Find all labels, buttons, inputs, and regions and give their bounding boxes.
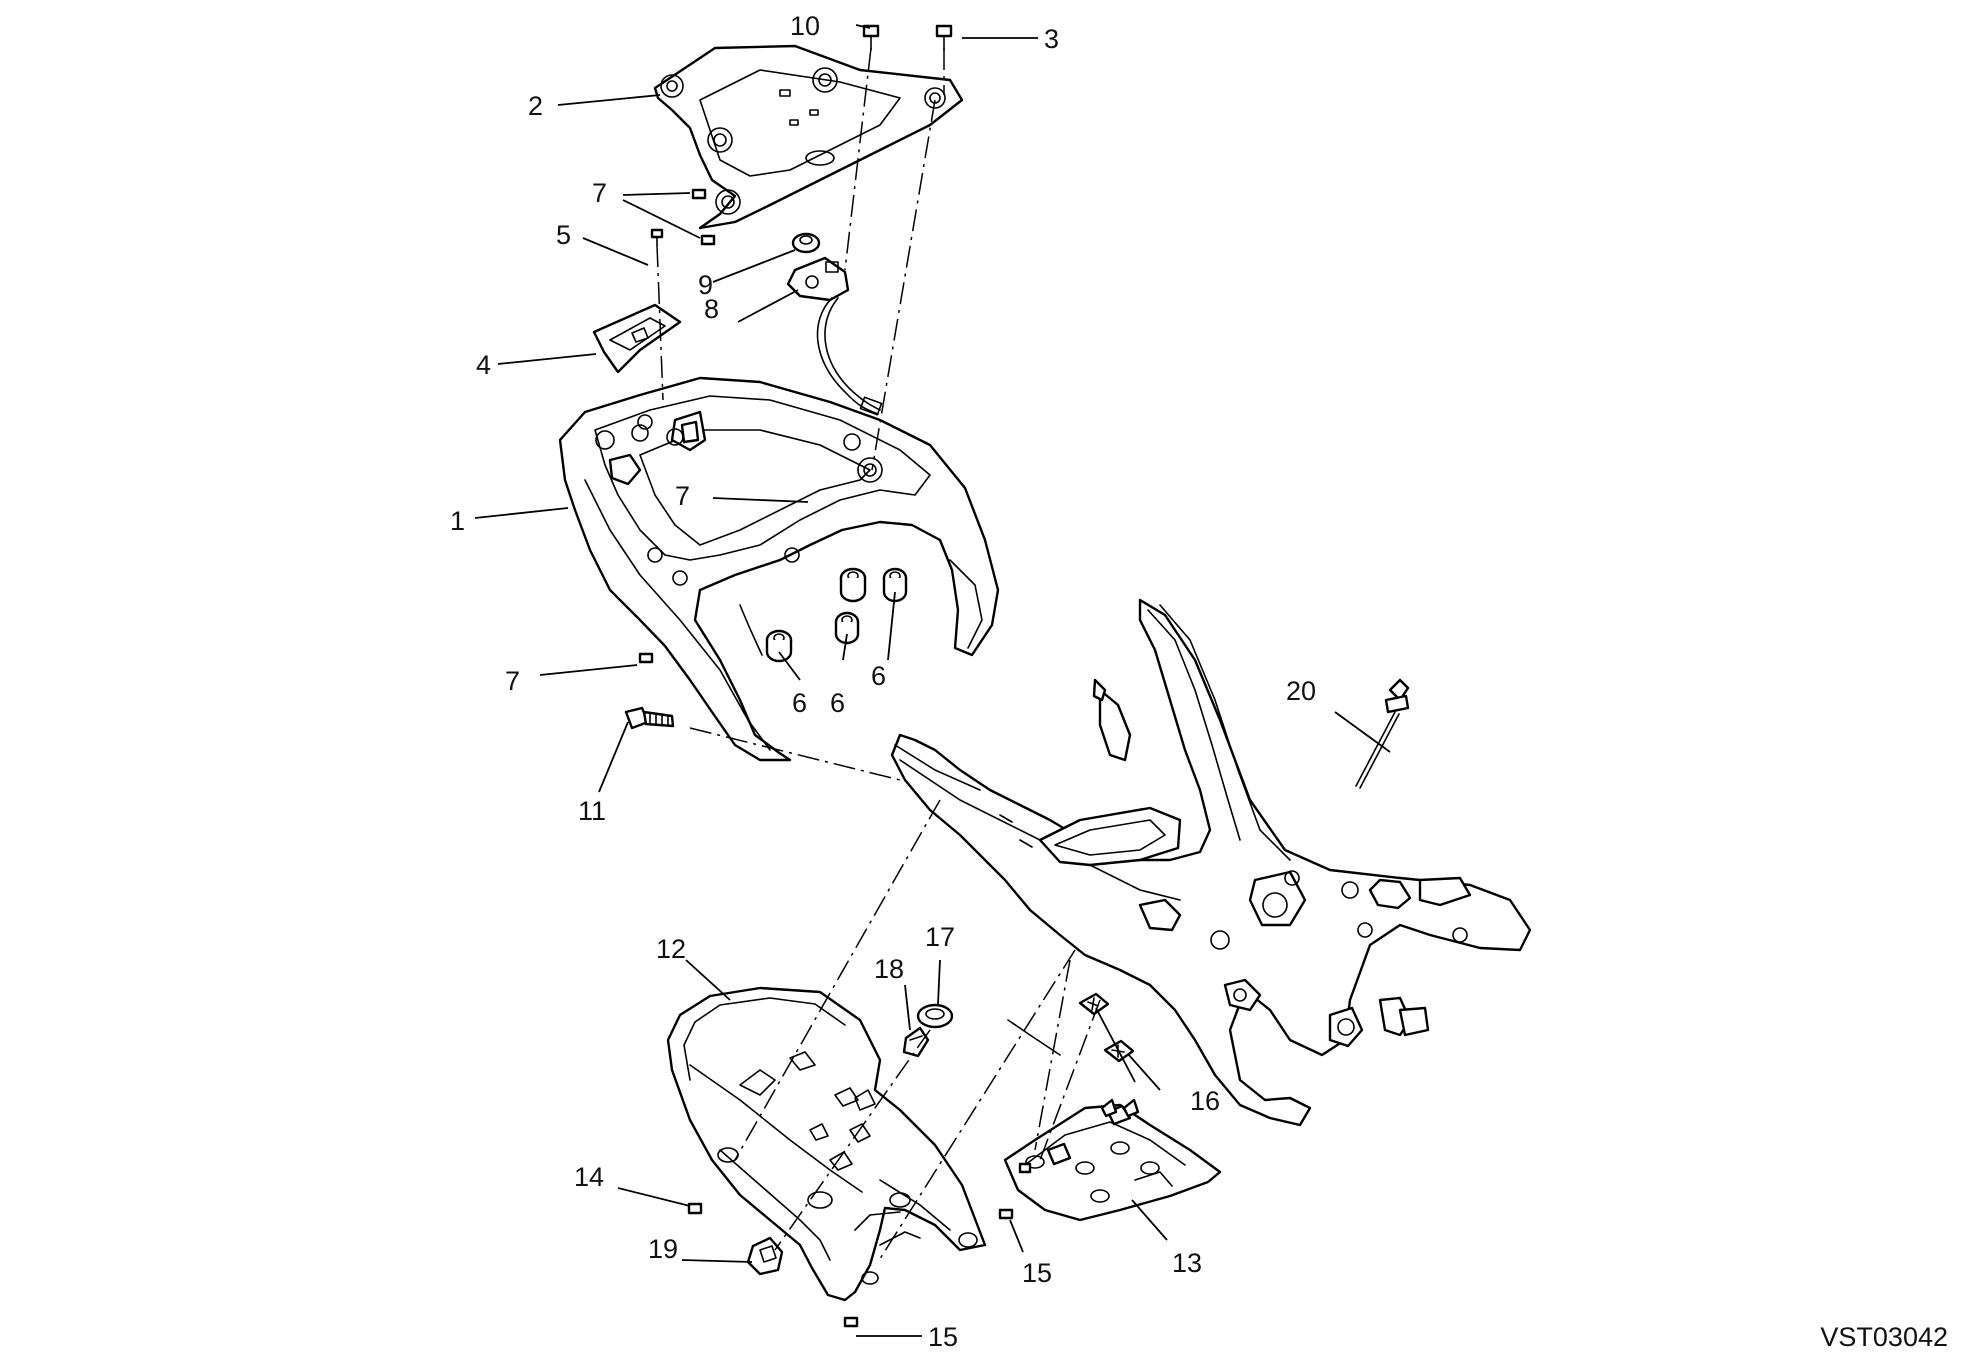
callout-7a: 7 [592,178,607,208]
callout-7b: 7 [675,481,690,511]
callout-15b: 15 [928,1322,958,1352]
callout-16: 16 [1190,1086,1220,1116]
part-6-rubber-bushes [765,567,908,663]
callout-8: 8 [704,294,719,324]
leader-lines [474,24,1391,1337]
callout-1: 1 [450,506,465,536]
assembly-axes [656,47,1101,1263]
callout-20: 20 [1286,676,1316,706]
callout-5: 5 [556,220,571,250]
callout-13: 13 [1172,1248,1202,1278]
callout-6a: 6 [792,688,807,718]
part-2-luggage-plate [653,44,964,230]
callout-11: 11 [578,796,606,826]
drawing-code: VST03042 [1820,1322,1948,1352]
callout-17: 17 [925,922,955,952]
part-1-rear-subframe [558,376,1000,762]
callout-2: 2 [528,91,543,121]
callout-6b: 6 [830,688,845,718]
callout-15a: 15 [1022,1258,1052,1288]
callout-9: 9 [698,270,713,300]
callout-14: 14 [574,1162,604,1192]
callout-12: 12 [656,934,686,964]
callout-7c: 7 [505,666,520,696]
callout-4: 4 [476,350,491,380]
fasteners-lower [687,1162,1032,1328]
callout-18: 18 [874,954,904,984]
fasteners-upper [638,24,953,664]
part-12-undertail-cover [666,986,987,1302]
callout-3: 3 [1044,24,1059,54]
callout-6c: 6 [871,661,886,691]
callout-10: 10 [790,11,820,41]
parts-17-18 [902,1003,954,1058]
part-20-cable-tie [1355,678,1410,789]
part-8-seat-lock [786,256,883,416]
callout-19: 19 [648,1234,678,1264]
main-frame [890,598,1532,1127]
part-11-bolt [624,706,675,730]
callout-labels: 1 2 3 4 5 6 6 6 7 7 7 8 9 10 11 12 13 14… [450,11,1948,1352]
part-4-cover [592,303,682,374]
